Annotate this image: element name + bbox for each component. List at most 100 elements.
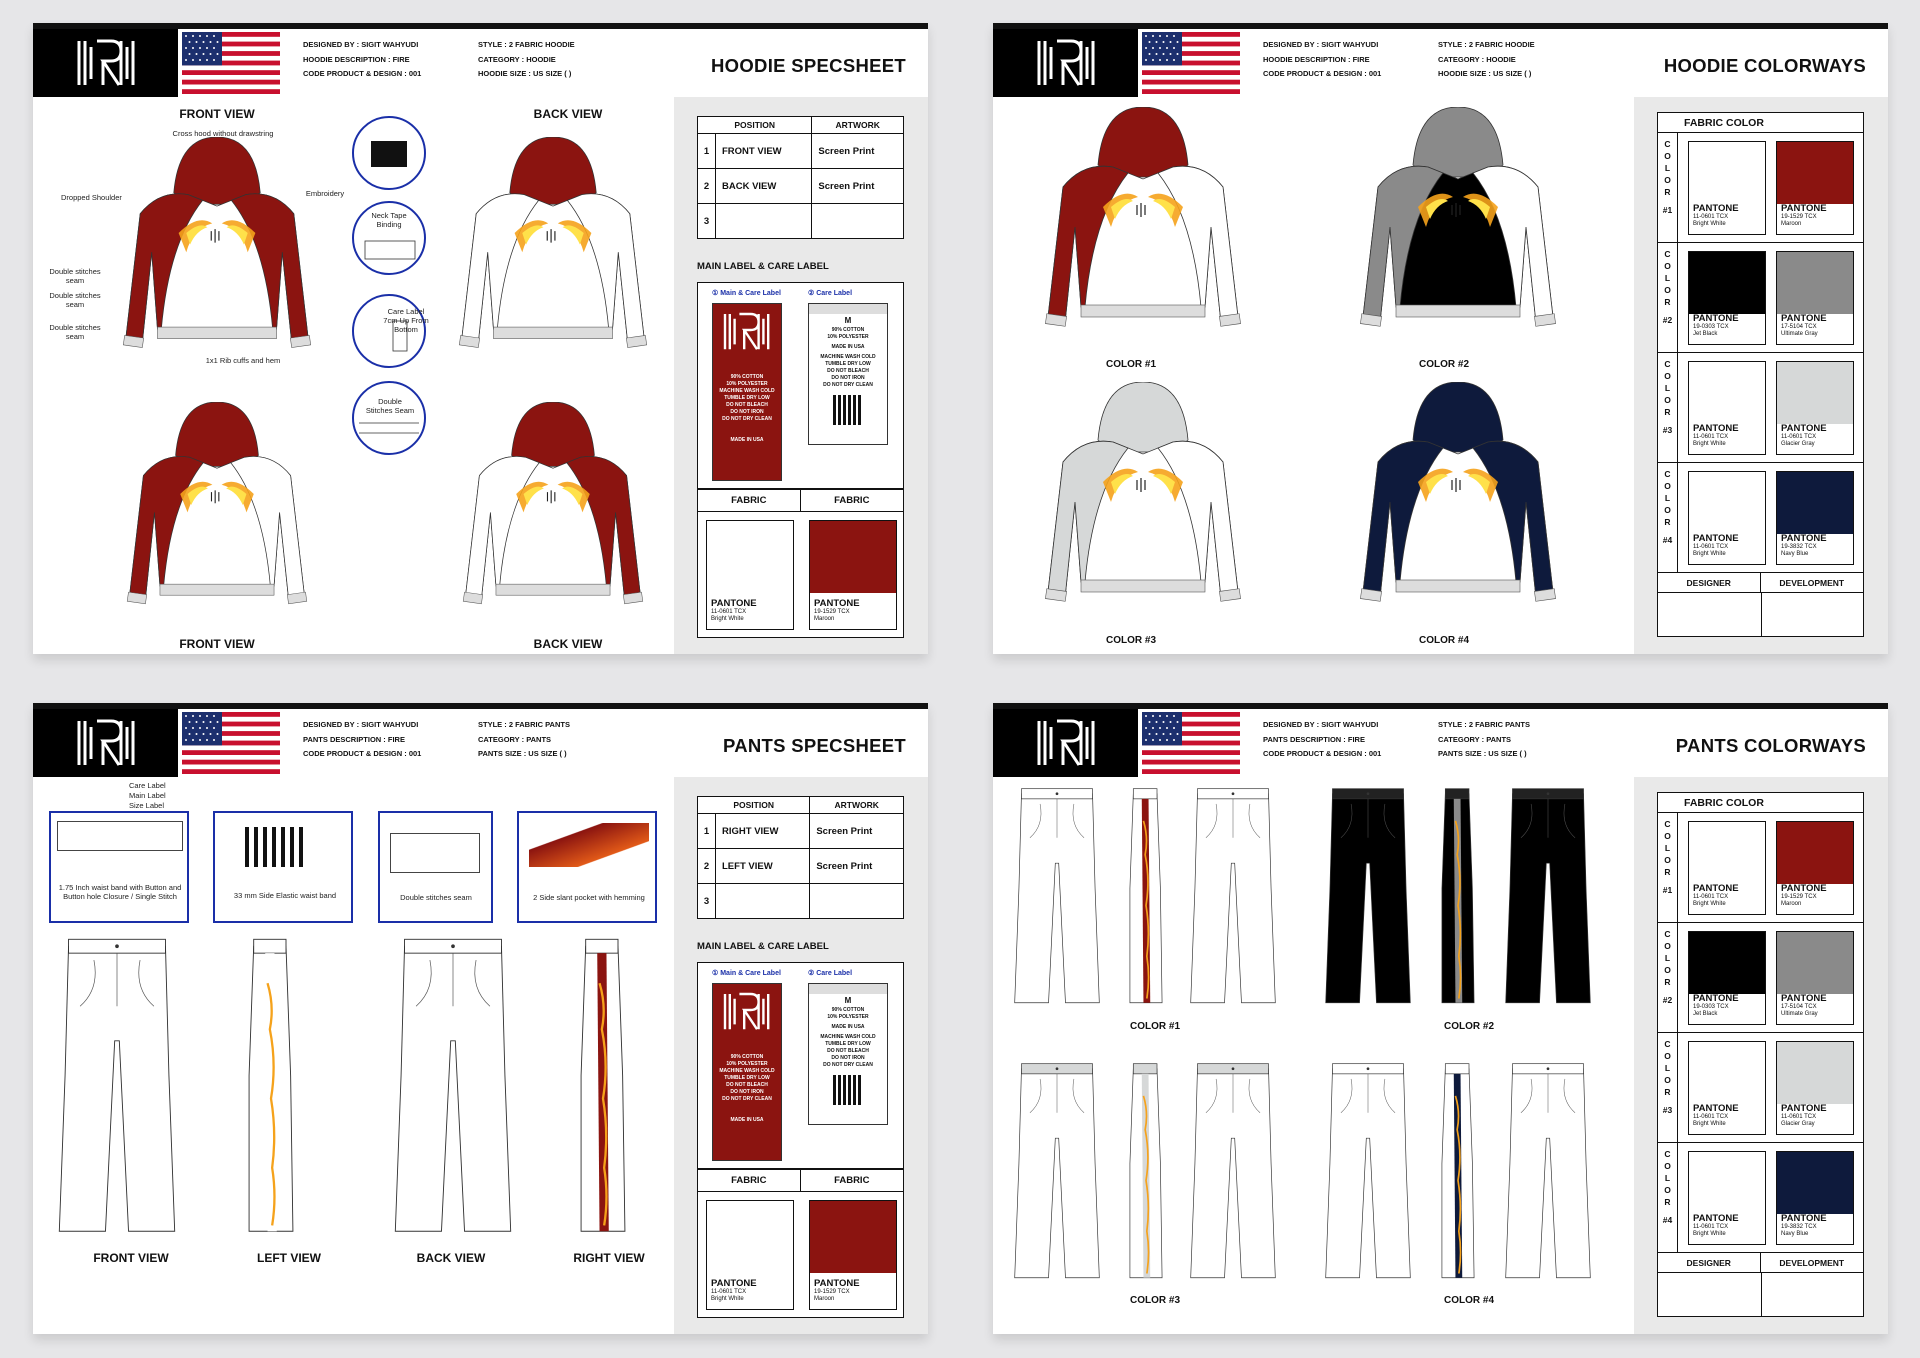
fabric-color-header: FABRIC COLOR	[1658, 113, 1863, 133]
hoodie-color-2	[1359, 107, 1557, 327]
top-rule	[33, 23, 928, 29]
color-row-letters: COLOR#1	[1658, 133, 1678, 242]
designer-text: DESIGNED BY : SIGIT WAHYUDI	[1263, 720, 1379, 729]
category-text: CATEGORY : PANTS	[478, 734, 552, 744]
development-cell: DEVELOPMENT	[1760, 573, 1863, 593]
style-text: STYLE : 2 FABRIC HOODIE	[478, 40, 575, 49]
tag1-text: ① Main & Care Label	[712, 290, 781, 297]
table-row: 3	[697, 883, 904, 919]
sheet-header: DESIGNED BY : SIGIT WAHYUDI HOODIE DESCR…	[993, 29, 1888, 97]
size-text: PANTS SIZE : US SIZE ( )	[1438, 749, 1527, 758]
sheet-title: PANTS SPECSHEET	[722, 735, 906, 756]
fabric-header-1: FABRIC	[698, 490, 801, 512]
us-flag-icon	[182, 32, 280, 94]
back-view-label: BACK VIEW	[533, 107, 603, 121]
size-text: HOODIE SIZE : US SIZE ( )	[1438, 69, 1532, 78]
us-flag-icon	[182, 712, 280, 774]
note-hood: Cross hood without drawstring	[172, 129, 274, 138]
artwork-header: ARTWORK	[809, 796, 904, 814]
note-neck: Neck Tape Binding	[371, 211, 407, 229]
pants-left-sketch	[247, 938, 295, 1233]
hoodie-front-sketch-2	[126, 402, 308, 605]
color-caption-1: COLOR #1	[1129, 1021, 1181, 1032]
pants-c4-front	[1325, 1063, 1411, 1279]
detail-box-seam: Double stitches seam	[378, 811, 493, 923]
hoodie-back-sketch-2	[462, 402, 644, 605]
note-double-zoom: Double Stitches Seam	[365, 397, 415, 415]
meta-left: DESIGNED BY : SIGIT WAHYUDI PANTS DESCRI…	[303, 718, 421, 762]
pants-front-sketch	[58, 938, 176, 1232]
sketch-panel: Care Label Main Label Size Label 1.75 In…	[33, 777, 671, 1334]
style-text: STYLE : 2 FABRIC HOODIE	[1438, 40, 1535, 49]
color-caption-4: COLOR #4	[1443, 1295, 1495, 1306]
designer-text: DESIGNED BY : SIGIT WAHYUDI	[303, 40, 419, 49]
description-text: HOODIE DESCRIPTION : FIRE	[1263, 54, 1370, 64]
pants-colorways: DESIGNED BY : SIGIT WAHYUDI PANTS DESCRI…	[993, 703, 1888, 1334]
top-rule	[993, 23, 1888, 29]
signoff-row: DESIGNER DEVELOPMENT	[1658, 573, 1863, 637]
meta-left: DESIGNED BY : SIGIT WAHYUDI PANTS DESCRI…	[1263, 718, 1381, 762]
artwork-header: ARTWORK	[811, 116, 904, 134]
note-double-2: Double stitches seam	[49, 291, 101, 309]
designer-cell: DESIGNER	[1658, 1253, 1761, 1273]
designer-text: DESIGNED BY : SIGIT WAHYUDI	[1263, 40, 1379, 49]
pants-specsheet: DESIGNED BY : SIGIT WAHYUDI PANTS DESCRI…	[33, 703, 928, 1334]
sheet-header: DESIGNED BY : SIGIT WAHYUDI PANTS DESCRI…	[993, 709, 1888, 777]
us-flag-icon	[1142, 32, 1240, 94]
description-text: HOODIE DESCRIPTION : FIRE	[303, 54, 410, 64]
brand-logo	[33, 709, 178, 777]
designer-text: DESIGNED BY : SIGIT WAHYUDI	[303, 720, 419, 729]
color-row-letters: COLOR#3	[1658, 353, 1678, 462]
tag2-text: ② Care Label	[808, 290, 853, 297]
sketch-panel: FRONT VIEW BACK VIEW Cross hood without …	[33, 97, 671, 654]
color-caption-3: COLOR #3	[1105, 635, 1157, 646]
color-row-letters: COLOR#4	[1658, 463, 1678, 572]
color-caption-2: COLOR #2	[1418, 359, 1470, 370]
back-view-label-2: BACK VIEW	[533, 637, 603, 651]
hoodie-colorways: DESIGNED BY : SIGIT WAHYUDI HOODIE DESCR…	[993, 23, 1888, 654]
meta-right: STYLE : 2 FABRIC HOODIE CATEGORY : HOODI…	[1438, 38, 1535, 82]
sheet-title: PANTS COLORWAYS	[1675, 735, 1866, 756]
right-view-label: RIGHT VIEW	[573, 1251, 645, 1265]
description-text: PANTS DESCRIPTION : FIRE	[1263, 734, 1365, 744]
code-text: CODE PRODUCT & DESIGN : 001	[303, 749, 422, 758]
note-shoulder: Dropped Shoulder	[61, 193, 122, 202]
color-caption-4: COLOR #4	[1418, 635, 1470, 646]
colorway-panel: COLOR #1 COLOR #2 COLOR #3 COLOR #4	[993, 777, 1631, 1334]
description-text: PANTS DESCRIPTION : FIRE	[303, 734, 405, 744]
hoodie-front-sketch	[122, 137, 312, 349]
color-row-letters: COLOR#2	[1658, 243, 1678, 352]
pants-c4-back	[1505, 1063, 1591, 1279]
qr-code-icon	[833, 1075, 863, 1105]
hoodie-color-3	[1044, 382, 1242, 602]
pants-c1-side	[1129, 787, 1163, 1004]
qr-code-icon	[833, 395, 863, 425]
meta-right: STYLE : 2 FABRIC PANTS CATEGORY : PANTS …	[478, 718, 570, 762]
detail-box-pocket: 2 Side slant pocket with hemming	[517, 811, 657, 923]
meta-left: DESIGNED BY : SIGIT WAHYUDI HOODIE DESCR…	[1263, 38, 1381, 82]
pants-label-notes: Care Label Main Label Size Label	[129, 781, 166, 810]
us-flag-icon	[1142, 712, 1240, 774]
brand-logo	[993, 29, 1138, 97]
